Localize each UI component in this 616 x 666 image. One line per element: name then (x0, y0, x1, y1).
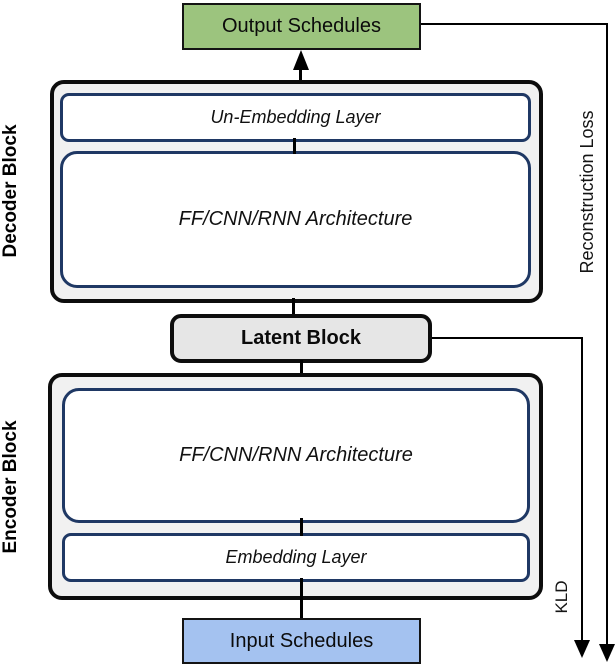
edge-encoder-to-latent (300, 360, 303, 376)
embedding-layer-label: Embedding Layer (225, 547, 367, 567)
latent-block-node: Latent Block (170, 314, 432, 363)
encoder-architecture-node: FF/CNN/RNN Architecture (62, 388, 530, 523)
edge-decoderarch-to-unembedding (293, 138, 296, 154)
decoder-block-label: Decoder Block (0, 124, 21, 258)
edge-kld-vertical (581, 337, 583, 640)
encoder-block-container: FF/CNN/RNN Architecture Embedding Layer (48, 373, 543, 600)
input-schedules-node: Input Schedules (182, 618, 421, 664)
un-embedding-layer-node: Un-Embedding Layer (60, 93, 531, 142)
output-schedules-label: Output Schedules (222, 15, 381, 37)
input-schedules-label: Input Schedules (229, 629, 374, 652)
kld-label: KLD (552, 580, 571, 614)
un-embedding-layer-label: Un-Embedding Layer (210, 107, 381, 127)
latent-block-label: Latent Block (240, 327, 362, 349)
encoder-block-label: Encoder Block (0, 420, 21, 554)
decoder-architecture-node: FF/CNN/RNN Architecture (60, 151, 531, 288)
edge-reconloss-vertical (606, 23, 608, 645)
edge-input-to-encoder (300, 578, 303, 618)
reconstruction-loss-label: Reconstruction Loss (577, 110, 597, 274)
arrowhead-kld (574, 640, 590, 658)
edge-latent-to-decoder (292, 298, 295, 316)
arrowhead-reconloss (599, 644, 615, 662)
decoder-block-container: Un-Embedding Layer FF/CNN/RNN Architectu… (50, 80, 543, 303)
edge-reconloss-horizontal (421, 23, 608, 25)
decoder-architecture-label: FF/CNN/RNN Architecture (178, 208, 413, 230)
arrowhead-up-to-output (293, 50, 309, 70)
edge-embedding-to-encoderarch (300, 518, 303, 536)
embedding-layer-node: Embedding Layer (62, 533, 530, 582)
encoder-architecture-label: FF/CNN/RNN Architecture (179, 444, 413, 466)
edge-kld-horizontal (432, 337, 583, 339)
output-schedules-node: Output Schedules (182, 3, 421, 50)
